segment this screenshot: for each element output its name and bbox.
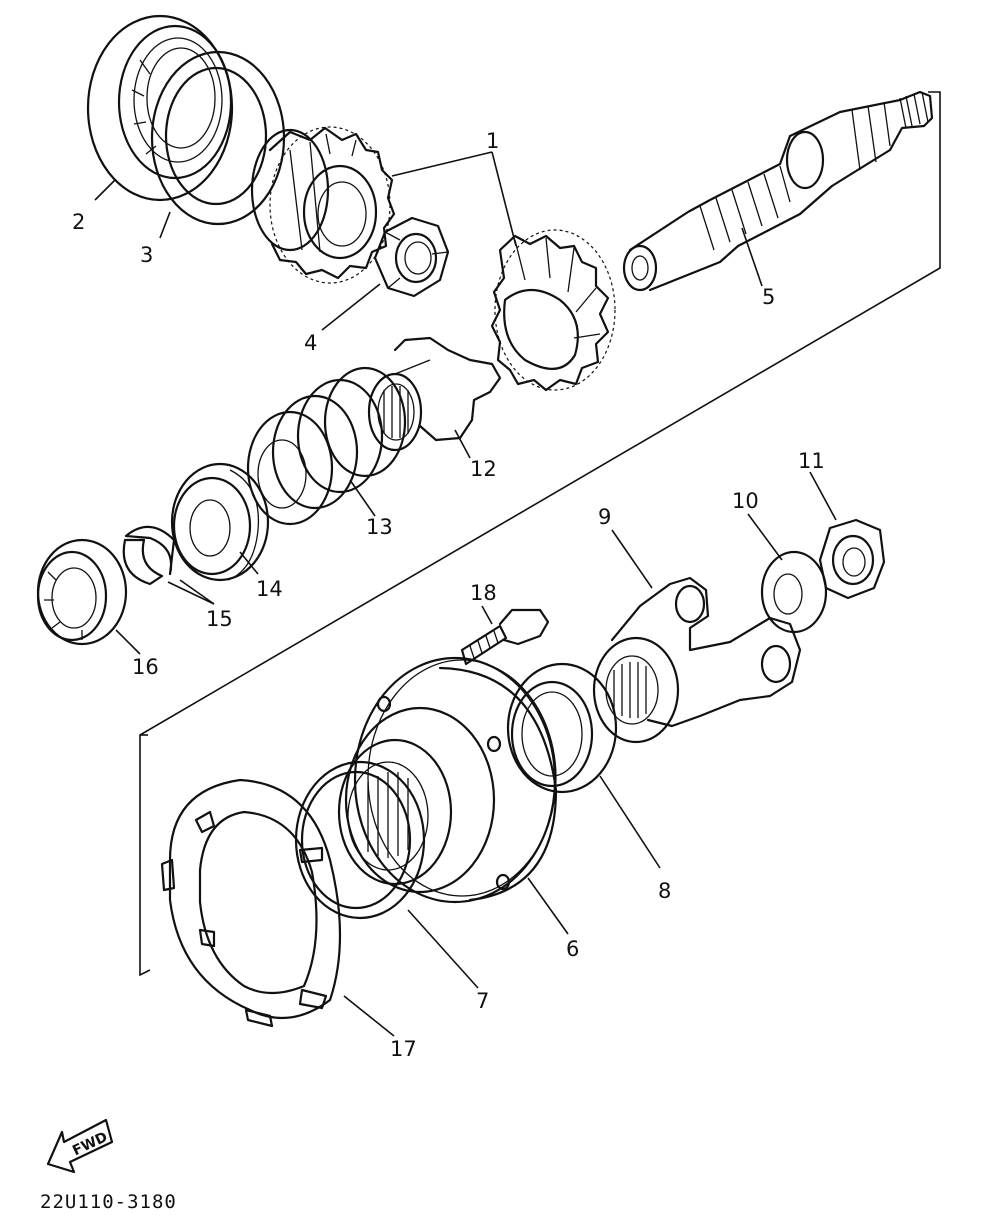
part-13-spring [246,366,407,526]
part-9-yoke [592,576,802,744]
part-1-ring-gear [490,229,616,392]
label-9: 9 [598,505,611,529]
part-18-bolt [460,608,550,666]
label-13: 13 [366,515,393,539]
part-10-washer [760,550,828,634]
label-18: 18 [470,581,497,605]
label-10: 10 [732,489,759,513]
label-17: 17 [390,1037,417,1061]
label-15: 15 [206,607,233,631]
part-4-nut [373,216,450,298]
label-11: 11 [798,449,825,473]
part-14-washer [170,462,270,582]
part-3-shim [150,50,286,226]
label-8: 8 [658,879,671,903]
part-16-bearing [36,538,128,646]
part-labels: 1 2 3 4 5 6 7 8 9 10 11 12 13 14 15 16 1… [72,129,825,1061]
label-12: 12 [470,457,497,481]
fwd-arrow-icon: FWD [46,1118,114,1174]
assembly-boundary [139,91,941,977]
label-6: 6 [566,937,579,961]
label-2: 2 [72,210,85,234]
part-2-bearing [86,14,234,202]
part-1-leaders [391,151,517,247]
label-3: 3 [140,243,153,267]
leader-lines [94,179,837,1037]
label-5: 5 [762,285,775,309]
part-17-lock-plate [160,778,342,1028]
drawing-code: 22U110-3180 [40,1191,177,1213]
part-6-housing [337,656,558,904]
label-16: 16 [132,655,159,679]
label-7: 7 [476,989,489,1013]
part-8-oil-seal [506,662,618,794]
part-15-collar [122,525,176,586]
part-1-pinion-gear [250,126,396,284]
part-11-nut [818,518,886,600]
label-1: 1 [486,129,499,153]
part-12-coupling [367,336,502,452]
part-5-shaft [622,90,934,292]
label-4: 4 [304,331,317,355]
label-14: 14 [256,577,283,601]
